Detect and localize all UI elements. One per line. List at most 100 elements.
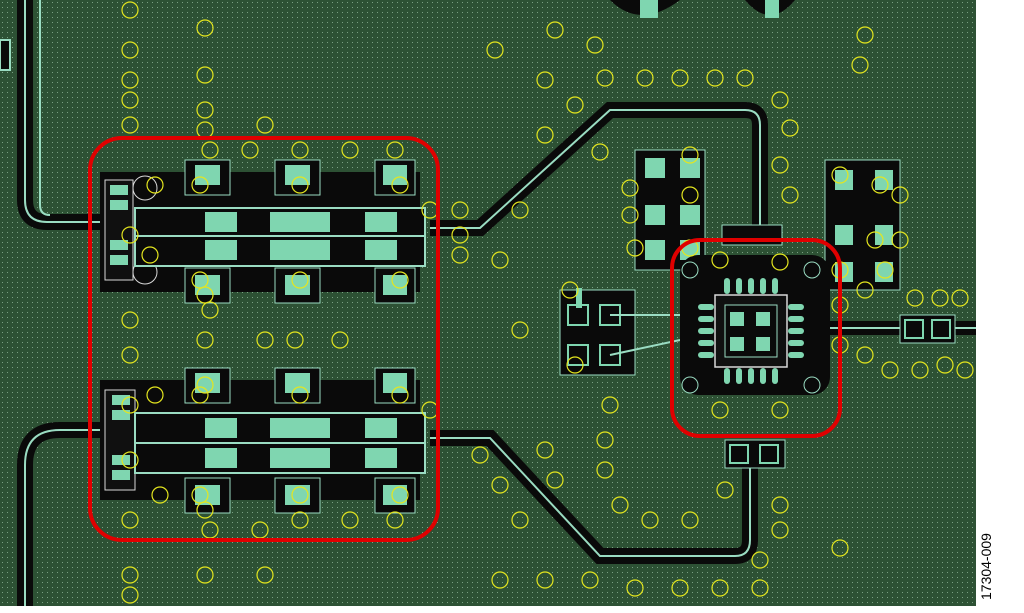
via-circle-icon [291,486,309,504]
via-circle-icon [596,431,614,449]
via-circle-icon [621,179,639,197]
via-circle-icon [151,486,169,504]
via-circle-icon [121,1,139,19]
via-circle-icon [196,331,214,349]
via-circle-icon [881,361,899,379]
via-circle-icon [486,41,504,59]
via-circle-icon [856,26,874,44]
via-circle-icon [256,566,274,584]
via-circle-icon [341,141,359,159]
via-circle-icon [546,471,564,489]
via-circle-icon [291,386,309,404]
via-circle-icon [196,566,214,584]
via-circle-icon [341,511,359,529]
via-circle-icon [561,281,579,299]
via-circle-icon [856,281,874,299]
via-circle-icon [196,501,214,519]
via-circle-icon [121,346,139,364]
via-circle-icon [596,69,614,87]
via-circle-icon [596,461,614,479]
via-circle-icon [121,451,139,469]
via-circle-icon [291,141,309,159]
via-circle-icon [291,511,309,529]
via-circle-icon [851,56,869,74]
via-circle-icon [581,571,599,589]
via-circle-icon [141,246,159,264]
via-circle-icon [751,551,769,569]
via-circle-icon [771,401,789,419]
pcb-layout-view [0,0,976,606]
via-circle-icon [196,376,214,394]
via-circle-icon [241,141,259,159]
via-circle-icon [931,289,949,307]
via-circle-icon [626,579,644,597]
via-circle-icon [566,96,584,114]
via-circle-icon [196,19,214,37]
via-circle-icon [641,511,659,529]
via-circle-icon [191,271,209,289]
via-circle-icon [121,396,139,414]
via-circle-icon [751,579,769,597]
via-circle-icon [706,69,724,87]
via-circle-icon [871,176,889,194]
via-circle-icon [716,481,734,499]
via-circle-icon [511,321,529,339]
filter-highlight-box [88,136,440,542]
via-circle-icon [286,331,304,349]
via-circle-icon [491,476,509,494]
via-circle-icon [911,361,929,379]
via-circle-icon [536,71,554,89]
via-circle-icon [121,116,139,134]
via-circle-icon [681,511,699,529]
smd-pad [205,212,237,232]
via-circle-icon [291,176,309,194]
via-circle-icon [626,239,644,257]
via-circle-icon [891,231,909,249]
via-circle-icon [391,386,409,404]
via-circle-icon [566,356,584,374]
qfn-ic-package [680,255,830,395]
via-circle-icon [256,331,274,349]
via-circle-icon [146,176,164,194]
via-circle-icon [121,566,139,584]
via-circle-icon [956,361,974,379]
via-circle-icon [386,141,404,159]
via-circle-icon [711,251,729,269]
lower-filter-section [100,367,426,514]
via-circle-icon [256,116,274,134]
via-circle-icon [201,301,219,319]
via-circle-icon [121,311,139,329]
via-circle-icon [471,446,489,464]
via-circle-icon [546,21,564,39]
via-circle-icon [386,511,404,529]
via-circle-icon [121,91,139,109]
via-circle-icon [191,176,209,194]
via-circle-icon [936,356,954,374]
via-circle-icon [391,176,409,194]
top-partial-components [610,0,795,18]
via-circle-icon [636,69,654,87]
via-circle-icon [121,511,139,529]
left-trace-thin [39,0,51,216]
via-circle-icon [586,36,604,54]
via-circle-icon [876,261,894,279]
via-circle-icon [621,206,639,224]
via-circle-icon [771,253,789,271]
via-circle-icon [771,521,789,539]
via-circle-icon [736,69,754,87]
via-circle-icon [831,539,849,557]
via-circle-icon [906,289,924,307]
via-circle-icon [391,486,409,504]
via-circle-icon [331,331,349,349]
upper-filter-section [100,159,426,304]
via-circle-icon [451,226,469,244]
via-circle-icon [771,496,789,514]
figure-label: 17304-009 [978,533,994,600]
via-circle-icon [781,186,799,204]
via-circle-icon [601,396,619,414]
via-circle-icon [711,401,729,419]
via-circle-icon [781,119,799,137]
via-circle-icon [536,126,554,144]
via-circle-icon [856,346,874,364]
via-circle-icon [671,579,689,597]
